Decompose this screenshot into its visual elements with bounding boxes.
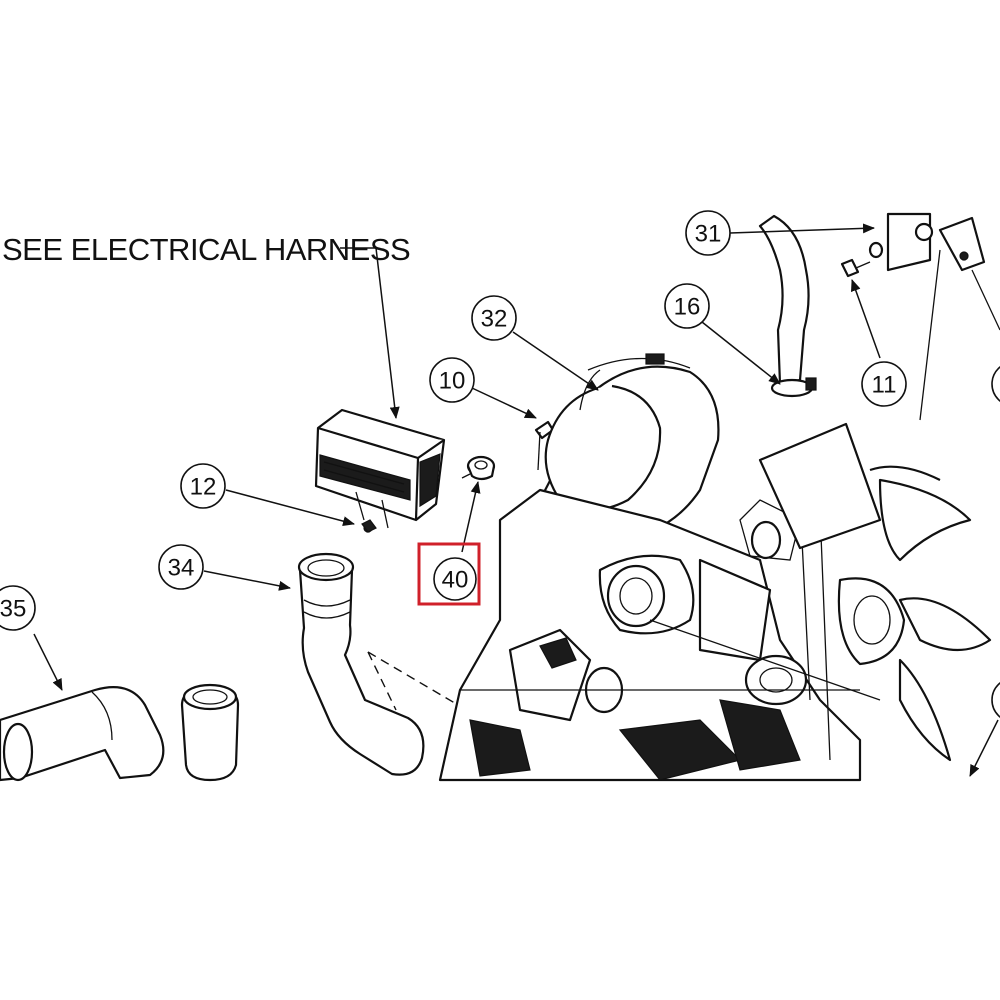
harness-note-leader	[340, 247, 400, 419]
leader-lines	[33, 223, 999, 777]
bracket-assembly	[840, 212, 1000, 421]
fan-assembly	[758, 422, 992, 762]
leader-partial-right	[969, 719, 999, 777]
electrical-harness-box	[314, 408, 446, 533]
callout-16-label: 16	[674, 294, 701, 321]
leader-31	[729, 223, 875, 234]
callout-11-label: 11	[872, 372, 897, 399]
callout-40-highlight-box	[417, 542, 481, 606]
drawing-artwork	[0, 212, 1000, 782]
harness-note: SEE ELECTRICAL HARNESS	[2, 232, 411, 419]
callout-16: 16	[664, 283, 710, 329]
leader-35	[33, 633, 63, 691]
callout-12: 12	[180, 463, 226, 509]
part-40-bushing	[461, 455, 496, 481]
callout-35: 35	[0, 585, 36, 631]
callout-10: 10	[429, 357, 475, 403]
leader-10	[471, 387, 537, 419]
engine-assembly	[438, 488, 906, 782]
callout-32: 32	[471, 295, 517, 341]
harness-note-text: SEE ELECTRICAL HARNESS	[2, 232, 410, 267]
callout-40-label: 40	[442, 567, 469, 594]
leader-12	[225, 489, 355, 527]
callout-partial-right-upper	[991, 366, 1000, 402]
leader-16	[701, 321, 781, 385]
part-35-hose	[0, 683, 240, 782]
part-16-upper-hose	[758, 214, 817, 398]
leader-34	[203, 570, 291, 591]
part-12-nut	[361, 519, 377, 533]
leader-40	[461, 481, 481, 553]
callout-34: 34	[158, 544, 204, 590]
part-34-intake-hose	[297, 552, 471, 776]
callout-31-label: 31	[695, 221, 722, 248]
callout-partial-right-lower	[991, 682, 1000, 718]
callout-32-label: 32	[481, 306, 508, 333]
callout-34-label: 34	[168, 555, 195, 582]
callout-12-label: 12	[190, 474, 217, 501]
callout-10-label: 10	[439, 368, 466, 395]
leader-32	[512, 331, 599, 391]
leader-11	[851, 279, 881, 359]
callout-31: 31	[685, 210, 731, 256]
callout-11: 11	[861, 361, 907, 407]
callout-40: 40	[417, 542, 481, 606]
callout-35-label: 35	[0, 596, 26, 623]
